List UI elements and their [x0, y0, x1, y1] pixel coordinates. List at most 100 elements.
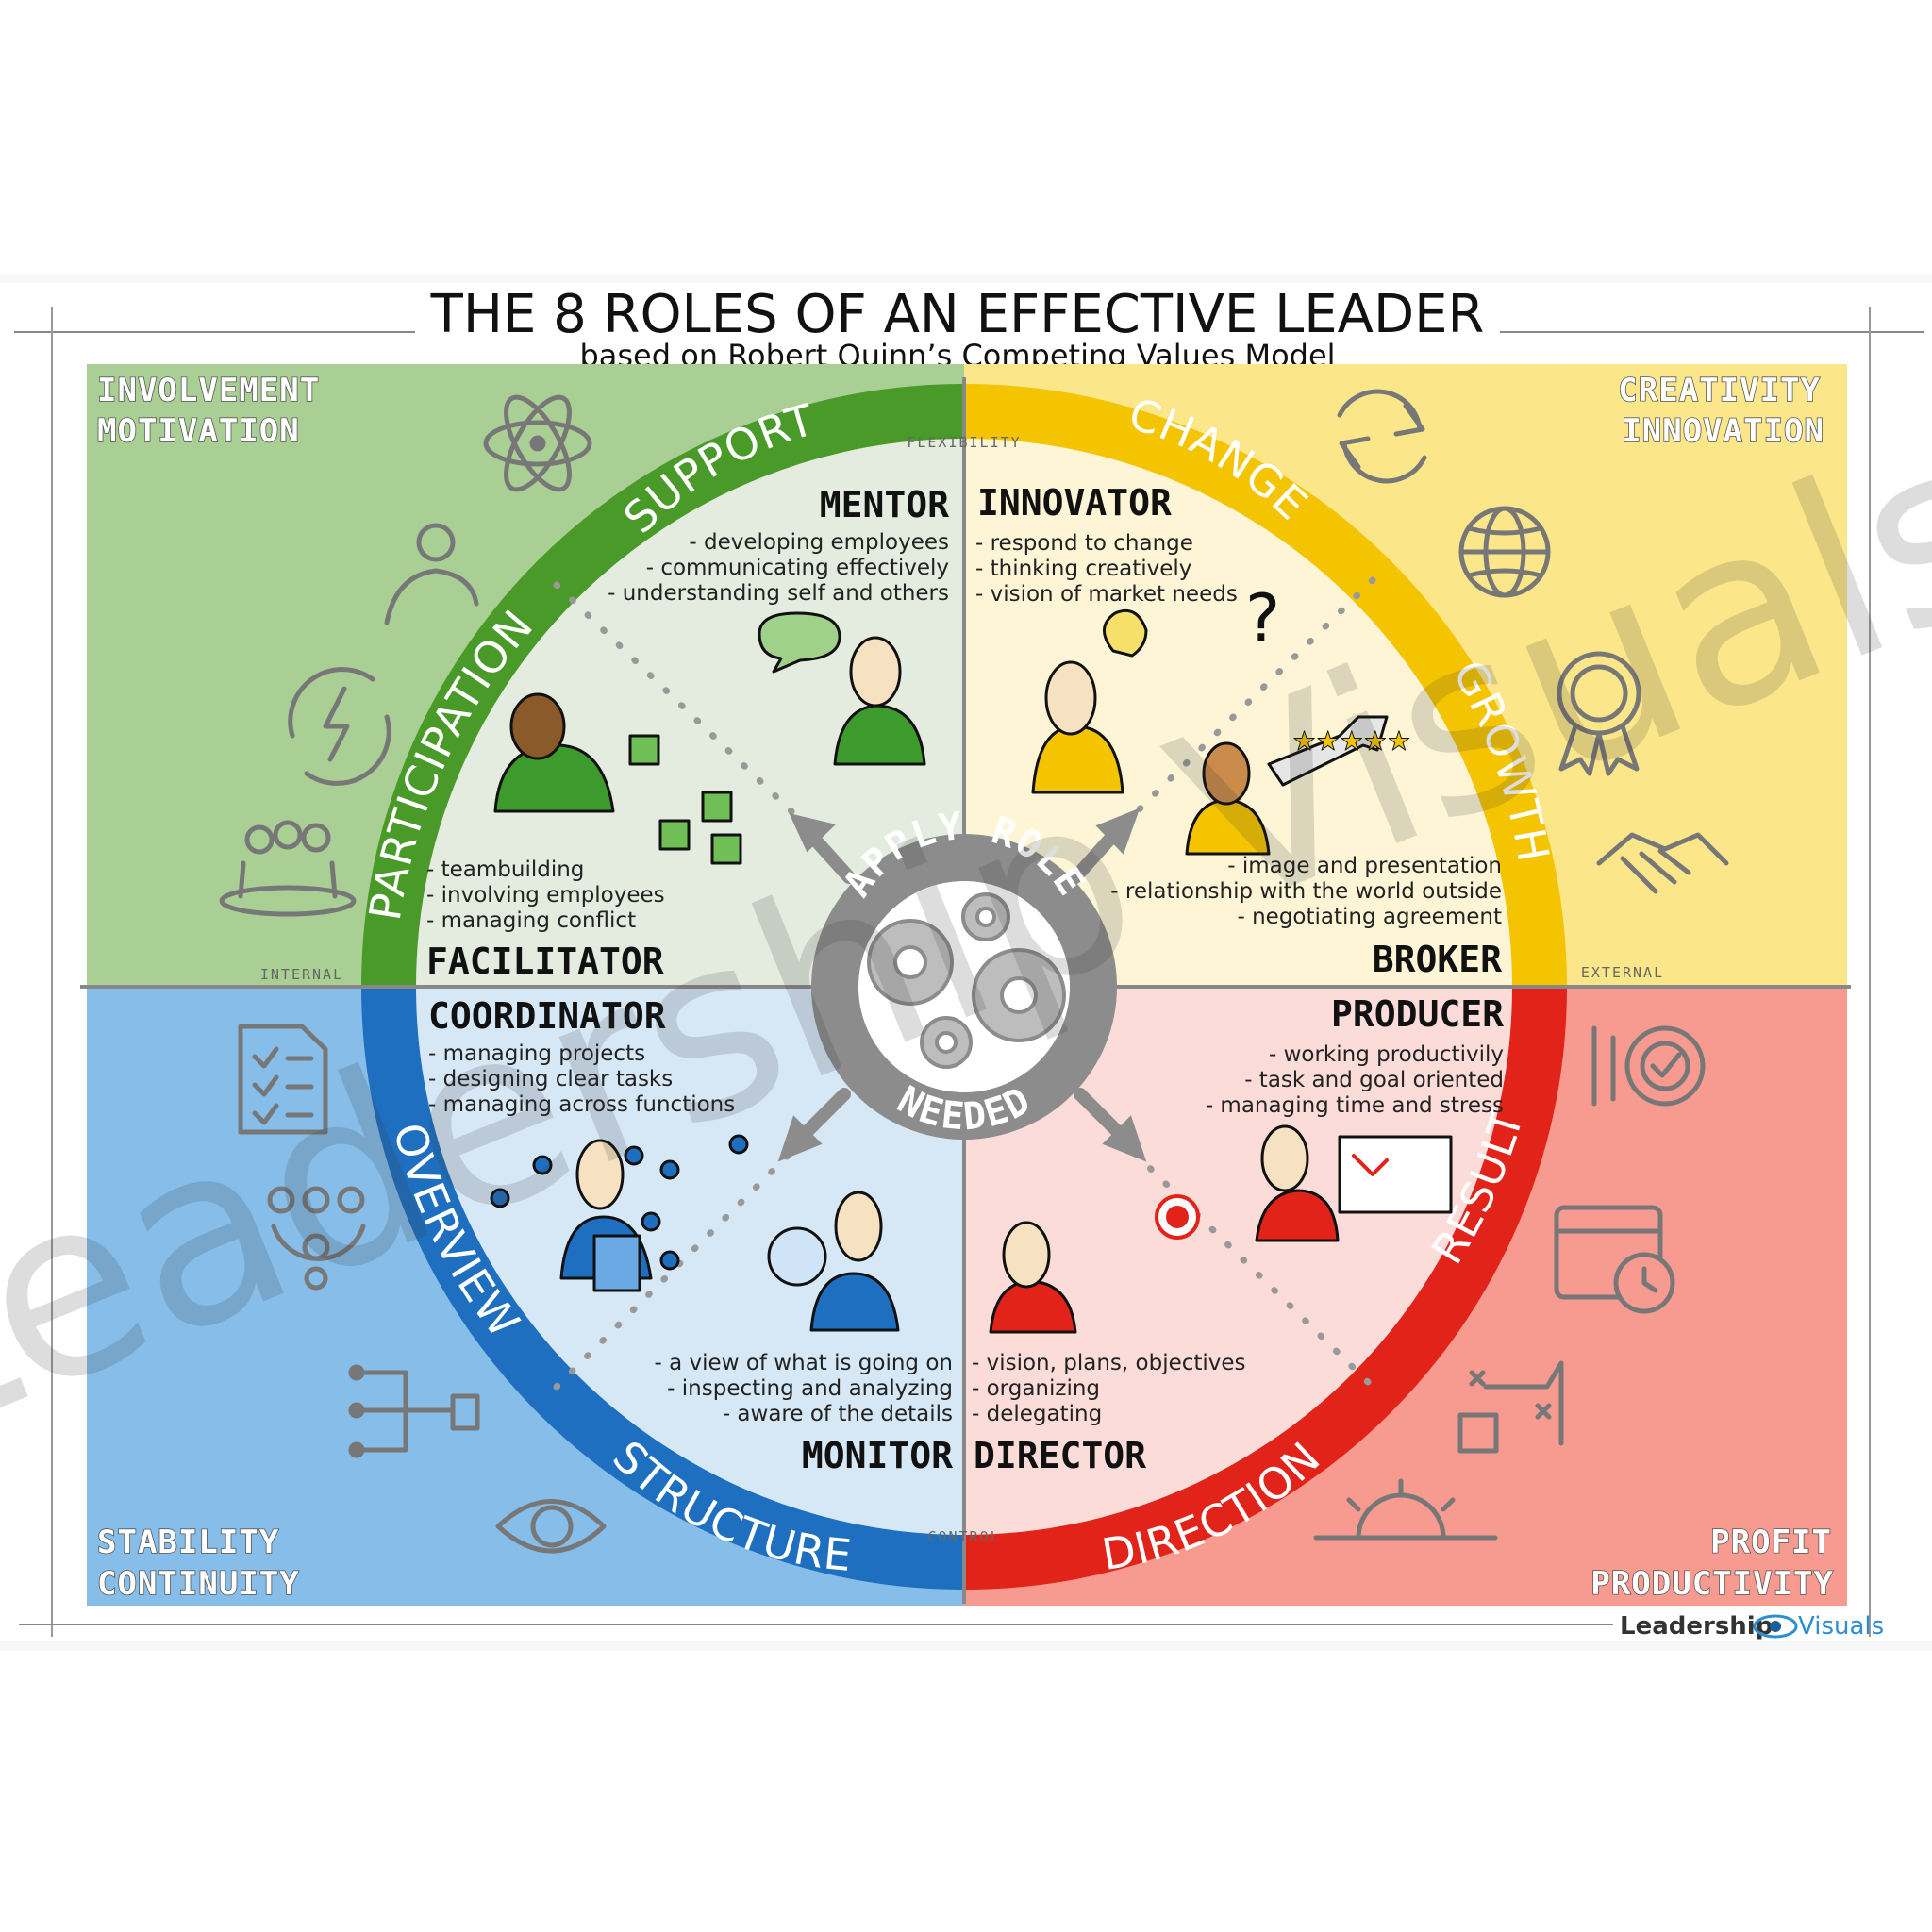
target-icon: [1155, 1194, 1200, 1240]
brand-visuals: Visuals: [1798, 1612, 1884, 1641]
role-item: - vision of market needs: [975, 582, 1238, 607]
value-stability: STABILITY: [97, 1524, 279, 1561]
award-icon: [1557, 651, 1641, 776]
role-monitor: - a view of what is going on - inspectin…: [655, 1351, 954, 1476]
network-people-icon: [267, 1186, 366, 1291]
value-involvement: INVOLVEMENT: [97, 372, 320, 409]
role-item: - communicating effectively: [646, 556, 949, 580]
eye-icon: [495, 1499, 607, 1554]
axis-label-top: FLEXIBILITY: [907, 434, 1021, 451]
axis-label-bottom: CONTROL: [927, 1528, 1000, 1545]
illustrations: ? ★★★★★: [490, 580, 1453, 1334]
role-item: - designing clear tasks: [428, 1067, 673, 1091]
value-motivation: MOTIVATION: [97, 412, 300, 450]
brand-eye-icon: [1753, 1614, 1798, 1639]
role-item: - relationship with the world outside: [1110, 879, 1502, 904]
role-item: - inspecting and analyzing: [667, 1376, 953, 1401]
sunrise-icon: [1313, 1478, 1498, 1541]
role-mentor: MENTOR - developing employees - communic…: [608, 484, 949, 606]
role-name: FACILITATOR: [426, 941, 664, 982]
ring-green: [361, 384, 965, 988]
role-item: - task and goal oriented: [1244, 1068, 1504, 1092]
role-item: - organizing: [972, 1376, 1100, 1401]
role-broker: - image and presentation - relationship …: [1110, 854, 1502, 980]
role-item: - managing projects: [428, 1041, 645, 1066]
role-item: - developing employees: [689, 530, 949, 555]
role-director: - vision, plans, objectives - organizing…: [972, 1351, 1246, 1476]
role-item: - involving employees: [426, 883, 665, 908]
team-icon: [219, 820, 357, 917]
role-name: BROKER: [1373, 939, 1502, 980]
side-icons: [219, 389, 1729, 1554]
value-continuity: CONTINUITY: [97, 1565, 300, 1603]
person-head: [1260, 1124, 1309, 1192]
role-item: - respond to change: [975, 531, 1193, 556]
role-item: - thinking creatively: [975, 557, 1191, 581]
brand-leadership: Leadership: [1620, 1612, 1773, 1641]
value-profit: PROFIT: [1710, 1524, 1832, 1561]
role-item: - teambuilding: [426, 858, 584, 882]
role-name: PRODUCER: [1331, 993, 1504, 1035]
calendar-clock-icon: [1554, 1205, 1675, 1314]
value-creativity: CREATIVITY: [1618, 372, 1821, 409]
question-mark-icon: ?: [1245, 580, 1280, 658]
person-head: [575, 1139, 625, 1210]
person-blue-figure: [809, 1272, 900, 1332]
role-name: DIRECTOR: [974, 1435, 1146, 1476]
axis-label-left: INTERNAL: [260, 966, 343, 983]
role-item: - managing conflict: [426, 908, 636, 933]
role-name: MONITOR: [802, 1435, 953, 1476]
ring-blue: [361, 986, 965, 1590]
page-title: THE 8 ROLES OF AN EFFECTIVE LEADER: [430, 284, 1485, 345]
person-head: [1002, 1221, 1051, 1289]
person-head: [509, 692, 566, 760]
role-coordinator: COORDINATOR - managing projects - design…: [428, 995, 735, 1117]
role-item: - understanding self and others: [608, 581, 949, 606]
role-item: - managing time and stress: [1206, 1093, 1504, 1118]
energy-cycle-icon: [288, 667, 391, 786]
axis-label-right: EXTERNAL: [1581, 964, 1664, 981]
checklist-icon: [238, 1024, 328, 1135]
role-item: - working productivily: [1269, 1042, 1504, 1067]
atom-icon: [483, 394, 592, 492]
role-item: - delegating: [972, 1402, 1102, 1426]
idea-person-icon: [384, 523, 479, 625]
person-head: [834, 1191, 883, 1262]
globe-icon: [1458, 506, 1551, 598]
chart-line-icon: [1352, 1154, 1389, 1176]
handshake-icon: [1596, 832, 1729, 894]
presentation-board-icon: [1338, 1135, 1453, 1214]
role-innovator: INNOVATOR - respond to change - thinking…: [975, 482, 1238, 607]
role-item: - image and presentation: [1227, 854, 1502, 878]
value-productivity: PRODUCTIVITY: [1591, 1565, 1834, 1603]
lightbulb-icon: [1103, 608, 1148, 658]
refresh-icon: [1337, 389, 1427, 484]
role-name: INNOVATOR: [977, 482, 1172, 524]
value-innovation: INNOVATION: [1622, 412, 1824, 450]
puzzle-pieces: [628, 734, 742, 865]
clipboard-icon: [592, 1234, 641, 1292]
ring-red: [963, 986, 1567, 1590]
hierarchy-icon: [348, 1364, 480, 1458]
role-item: - managing across functions: [428, 1092, 735, 1117]
rating-stars: ★★★★★: [1292, 725, 1411, 757]
role-facilitator: - teambuilding - involving employees - m…: [426, 858, 665, 982]
network-dots: [490, 1134, 749, 1271]
gear-check-icon: [1591, 1025, 1706, 1107]
speech-bubble-icon: [758, 611, 841, 674]
strategy-icon: [1457, 1360, 1564, 1454]
growth-arrow-icon: [1267, 715, 1389, 787]
role-producer: PRODUCER - working productivily - task a…: [1206, 993, 1504, 1118]
diagonals: [553, 576, 1376, 1391]
role-name: COORDINATOR: [428, 995, 666, 1037]
role-item: - a view of what is going on: [655, 1351, 953, 1375]
role-name: MENTOR: [820, 484, 949, 525]
hub-arrows: [777, 808, 1147, 1162]
gears-icon: [867, 892, 1066, 1069]
role-item: - aware of the details: [723, 1402, 953, 1426]
quadrant-values: INVOLVEMENT MOTIVATION CREATIVITY INNOVA…: [96, 371, 1834, 1604]
person-red-figure: [1255, 1189, 1340, 1242]
role-item: - vision, plans, objectives: [972, 1351, 1246, 1375]
role-item: - negotiating agreement: [1237, 905, 1502, 929]
